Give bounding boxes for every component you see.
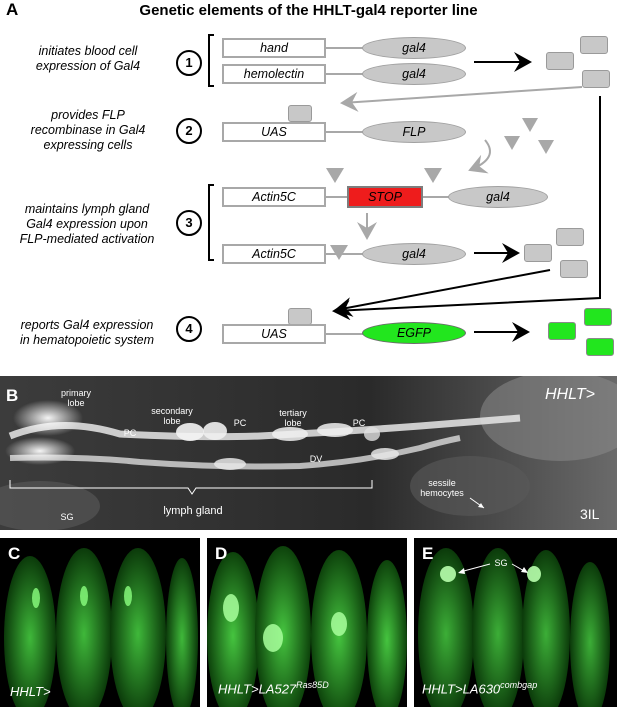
panel-c-genotype: HHLT>: [10, 684, 51, 699]
gal4-protein-square: [560, 260, 588, 278]
lymph-gland-label: lymph gland: [163, 505, 223, 517]
panel-a-diagram: [208, 34, 601, 342]
construct-line: [325, 47, 363, 49]
pc-label-1: PC: [123, 428, 137, 438]
step-1-number: 1: [176, 50, 202, 76]
pc-label-2: PC: [233, 418, 247, 428]
step-4-number: 4: [176, 316, 202, 342]
stage-label: 3IL: [580, 506, 600, 522]
pc-label-3: PC: [352, 418, 366, 428]
panel-c-letter: C: [8, 544, 21, 563]
gal4-oval-3: gal4: [448, 186, 548, 208]
dv-label: DV: [309, 454, 323, 464]
egfp-protein-square: [548, 322, 576, 340]
uas-box-step4: UAS: [222, 324, 326, 344]
panel-b-letter-overlay: B: [6, 386, 19, 405]
gal4-oval-1: gal4: [362, 37, 466, 59]
panel-c-larvae: [4, 548, 198, 707]
flp-oval: FLP: [362, 121, 466, 143]
panel-d-genotype: HHLT>LA527Ras85D: [218, 680, 329, 697]
gal4-oval-4: gal4: [362, 243, 466, 265]
hand-promoter-box: hand: [222, 38, 326, 58]
sg-label-e: SG: [494, 558, 508, 568]
uas-box-step2: UAS: [222, 122, 326, 142]
gal4-protein-square: [582, 70, 610, 88]
gal4-bound-square: [288, 105, 312, 122]
gal4-protein-square: [580, 36, 608, 54]
egfp-protein-square: [584, 308, 612, 326]
construct-line: [423, 196, 449, 198]
sg-label-b: SG: [60, 512, 74, 522]
panel-e-letter: E: [422, 544, 434, 563]
panel-d-micrograph: [207, 538, 407, 707]
construct-line: [325, 333, 363, 335]
panel-d-larvae: [207, 546, 407, 707]
panel-a-title: Genetic elements of the HHLT-gal4 report…: [139, 2, 478, 19]
construct-line: [325, 253, 363, 255]
panel-a-letter: A: [6, 0, 19, 19]
construct-line: [325, 131, 363, 133]
step-2-number: 2: [176, 118, 202, 144]
actin5c-box-1: Actin5C: [222, 187, 326, 207]
panel-d-letter: D: [215, 544, 228, 563]
construct-line: [325, 73, 363, 75]
construct-line: [325, 196, 347, 198]
egfp-oval: EGFP: [362, 322, 466, 344]
panel-c-micrograph: [0, 538, 200, 707]
egfp-protein-square: [586, 338, 614, 356]
step-3-number: 3: [176, 210, 202, 236]
micrograph-render: [0, 376, 617, 530]
gal4-protein-square: [546, 52, 574, 70]
panel-e-larvae: [418, 548, 610, 707]
lymph-gland-brace: [9, 480, 485, 509]
gal4-bound-square: [288, 308, 312, 325]
actin5c-box-2: Actin5C: [222, 244, 326, 264]
panel-b-genotype: HHLT>: [545, 386, 595, 403]
hemolectin-promoter-box: hemolectin: [222, 64, 326, 84]
gal4-protein-square: [524, 244, 552, 262]
panel-e-micrograph: SG: [414, 538, 617, 707]
stop-cassette: STOP: [347, 186, 423, 208]
panel-e-genotype: HHLT>LA630combgap: [422, 680, 538, 697]
gal4-oval-2: gal4: [362, 63, 466, 85]
gal4-protein-square: [556, 228, 584, 246]
